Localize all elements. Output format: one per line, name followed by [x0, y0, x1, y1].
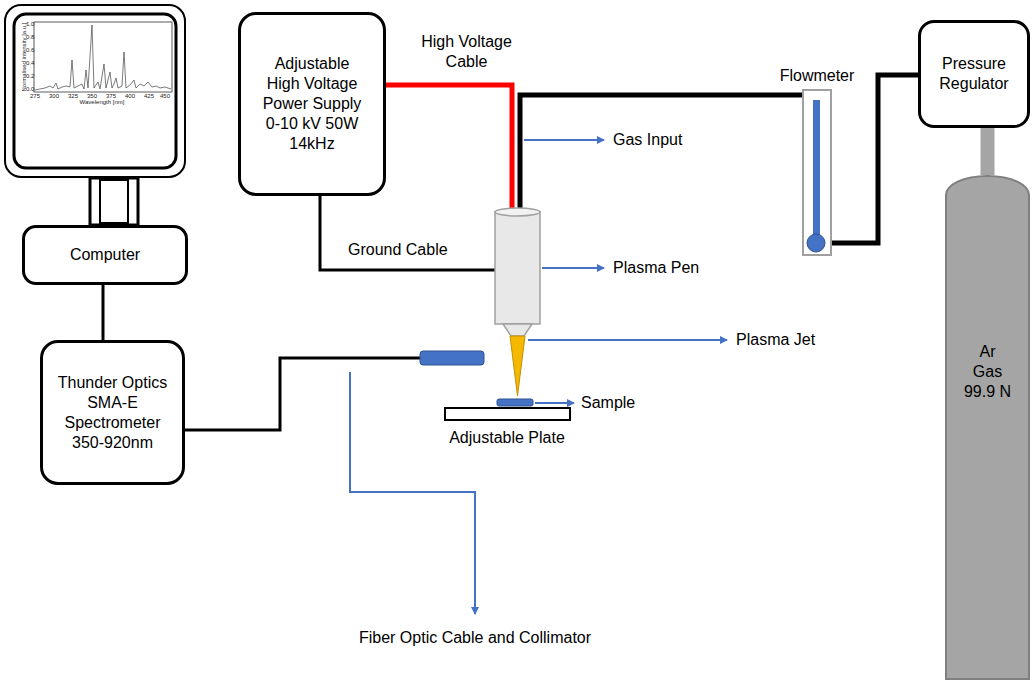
- gas-line: [824, 75, 918, 243]
- device-box: Adjustable High Voltage Power Supply 0-1…: [238, 12, 386, 196]
- high-voltage-cable: [386, 85, 512, 214]
- plot-axis-text: 375: [106, 93, 116, 100]
- plot-axis-text: 275: [30, 93, 40, 100]
- part-label: Sample: [580, 393, 636, 413]
- callout-arrow: [542, 267, 604, 269]
- device-box: Pressure Regulator: [918, 20, 1030, 128]
- callout-arrow: [350, 372, 475, 614]
- box-text: Pressure Regulator: [929, 54, 1019, 94]
- regulator-valve: [987, 128, 988, 175]
- flowmeter-tube: [803, 90, 831, 255]
- part-label: Gas Input: [612, 130, 683, 150]
- plot-axis-text: Normalised intensity [a.u.]: [21, 22, 28, 91]
- part-label: Plasma Jet: [735, 330, 816, 350]
- callout-arrow: [528, 339, 727, 341]
- data-cable: [103, 285, 104, 340]
- part-label: Plasma Pen: [612, 258, 700, 278]
- part-label: Fiber Optic Cable and Collimator: [358, 628, 592, 648]
- part-label: Ground Cable: [347, 240, 449, 260]
- plot-frame: [34, 22, 172, 92]
- plot-axis-text: 325: [68, 93, 78, 100]
- adjustable-plate: [445, 408, 570, 420]
- plot-axis-text: 450: [160, 93, 170, 100]
- plot-axis-text: 350: [87, 93, 97, 100]
- box-text: Thunder Optics SMA-E Spectrometer 350-92…: [53, 373, 173, 453]
- box-text: Computer: [30, 245, 180, 265]
- plot-axis-text: 425: [144, 93, 154, 100]
- device-box: Computer: [22, 225, 188, 285]
- part-label: Adjustable Plate: [448, 428, 566, 448]
- plot-axis-text: Wavelength [nm]: [80, 99, 125, 106]
- monitor-outer: [5, 5, 185, 177]
- plot-axis-text: 0.8: [26, 34, 34, 41]
- spectrum-line: [35, 25, 171, 90]
- part-label: High Voltage Cable: [408, 32, 525, 72]
- box-text: Ar Gas 99.9 N: [964, 342, 1012, 402]
- plot-axis-text: 300: [49, 93, 59, 100]
- plot-axis-text: 0.6: [26, 47, 34, 54]
- plasma-pen: [495, 212, 540, 324]
- flowmeter-bar: [813, 100, 820, 240]
- gas-cylinder: Ar Gas 99.9 N: [945, 175, 1030, 680]
- plot-axis-text: 0.2: [26, 73, 34, 80]
- plot-axis-text: 0.0: [26, 86, 34, 93]
- box-text: Adjustable High Voltage Power Supply 0-1…: [258, 54, 366, 154]
- gas-line: [520, 95, 806, 214]
- callout-arrow: [535, 402, 574, 404]
- flowmeter-float: [807, 234, 825, 252]
- monitor-stand-inner: [100, 180, 128, 223]
- plasma-pen-top: [495, 208, 540, 216]
- plot-axis-text: 0.4: [26, 60, 34, 67]
- callout-arrow: [524, 139, 604, 141]
- part-label: Flowmeter: [779, 66, 856, 86]
- plasma-jet: [510, 336, 525, 396]
- monitor-stand: [90, 178, 138, 225]
- plot-axis-text: 400: [125, 93, 135, 100]
- plot-axis-text: 1.0: [26, 21, 34, 28]
- monitor-screen: [14, 14, 176, 168]
- fiber-optic-cable: [185, 358, 420, 430]
- plasma-pen-tip: [503, 324, 532, 336]
- device-box: Thunder Optics SMA-E Spectrometer 350-92…: [40, 340, 185, 485]
- ground-cable: [320, 196, 495, 270]
- collimator: [420, 351, 484, 365]
- sample: [497, 399, 533, 406]
